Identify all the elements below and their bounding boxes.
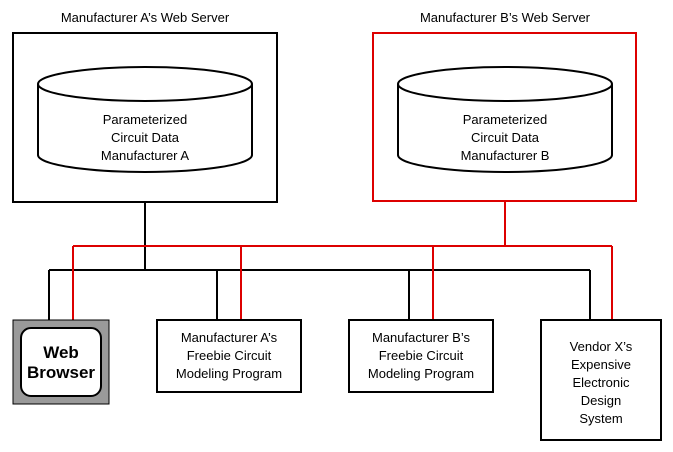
server-a-db-line3: Manufacturer A — [101, 148, 189, 163]
vendor-x-line2: Expensive — [571, 357, 631, 372]
server-b-db-line1: Parameterized — [463, 112, 548, 127]
vendor-x-line3: Electronic — [572, 375, 630, 390]
network-a-lines — [48, 202, 591, 320]
freebie-a-node: Manufacturer A’s Freebie Circuit Modelin… — [156, 319, 302, 393]
freebie-a-line3: Modeling Program — [176, 366, 282, 381]
server-a-title: Manufacturer A’s Web Server — [61, 10, 230, 25]
server-a-database-icon — [37, 66, 253, 173]
web-browser-node: Web Browser — [12, 319, 110, 405]
freebie-b-line1: Manufacturer B’s — [372, 330, 471, 345]
vendor-x-node: Vendor X’s Expensive Electronic Design S… — [540, 319, 662, 441]
freebie-b-box — [348, 319, 494, 393]
freebie-b-node: Manufacturer B’s Freebie Circuit Modelin… — [348, 319, 494, 393]
freebie-a-line2: Freebie Circuit — [187, 348, 272, 363]
vendor-x-line1: Vendor X’s — [570, 339, 633, 354]
freebie-a-box — [156, 319, 302, 393]
server-b-db-line3: Manufacturer B — [461, 148, 550, 163]
server-b-db-line2: Circuit Data — [471, 130, 540, 145]
vendor-x-line5: System — [579, 411, 622, 426]
freebie-b-line3: Modeling Program — [368, 366, 474, 381]
server-a-db-line2: Circuit Data — [111, 130, 180, 145]
server-b: Manufacturer B’s Web Server Parameterize… — [372, 10, 637, 202]
vendor-x-line4: Design — [581, 393, 621, 408]
web-browser-line1: Web — [43, 343, 79, 362]
vendor-x-box — [540, 319, 662, 441]
web-browser-screen — [20, 327, 102, 397]
network-b-lines — [72, 201, 613, 320]
server-b-title: Manufacturer B’s Web Server — [420, 10, 591, 25]
server-a-db-line1: Parameterized — [103, 112, 188, 127]
web-browser-line2: Browser — [27, 363, 95, 382]
freebie-b-line2: Freebie Circuit — [379, 348, 464, 363]
freebie-a-line1: Manufacturer A’s — [181, 330, 278, 345]
server-a: Manufacturer A’s Web Server Parameterize… — [12, 10, 278, 203]
server-b-database-icon — [397, 66, 613, 173]
